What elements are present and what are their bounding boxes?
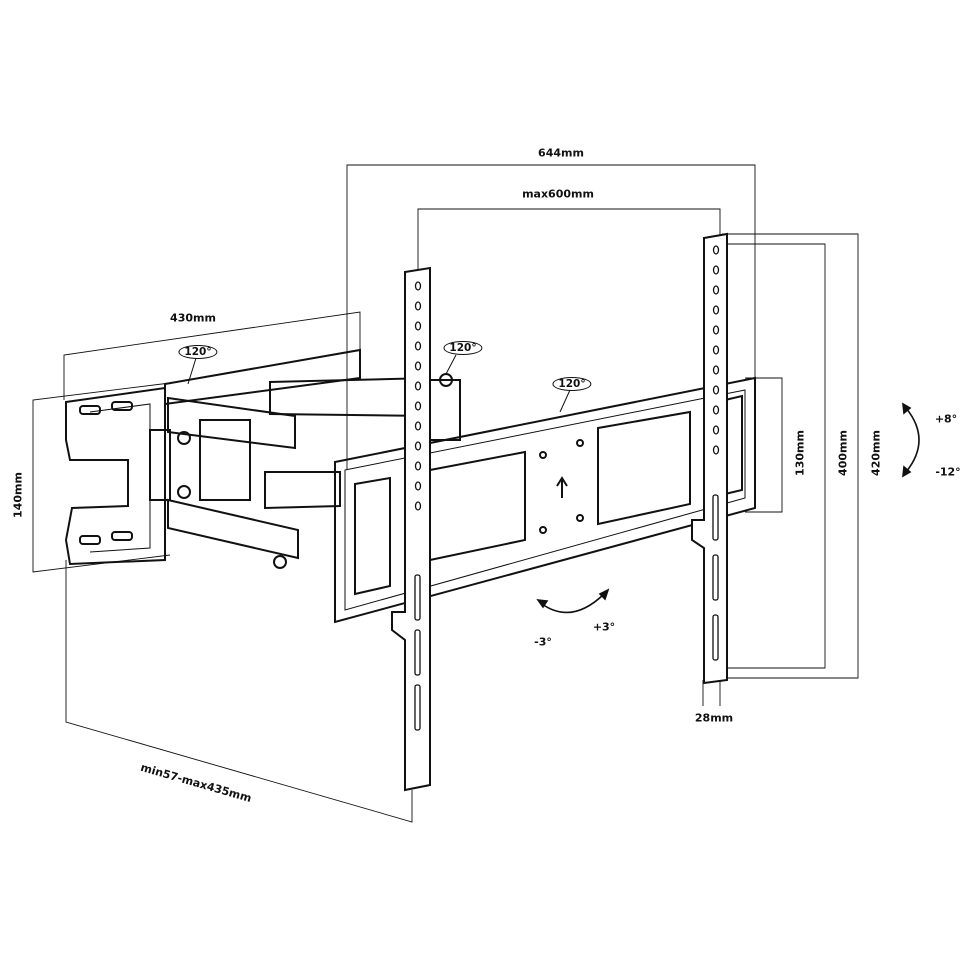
tilt-arrow-icon [902, 402, 920, 478]
dim-label-28: 28mm [694, 711, 734, 725]
dim-label-644: 644mm [538, 146, 584, 160]
dim-430 [63, 311, 361, 400]
tilt-down-label: -12° [935, 465, 961, 479]
dim-label-430: 430mm [170, 311, 216, 325]
dimension-lines [32, 164, 859, 823]
dim-label-140: 140mm [11, 472, 25, 518]
dim-label-130: 130mm [793, 430, 807, 476]
dim-label-400: 400mm [836, 430, 850, 476]
swivel-label-middle: 120° [443, 341, 483, 355]
dim-420 [722, 233, 859, 679]
rotation-right-label: +3° [592, 620, 616, 634]
rotation-left-label: -3° [534, 635, 552, 649]
swivel-leaders [187, 354, 571, 413]
swivel-label-wall: 120° [178, 345, 218, 359]
wall-plate [64, 386, 166, 566]
swing-arms [149, 348, 461, 569]
dim-130 [745, 377, 783, 513]
dim-label-max600: max600mm [522, 187, 594, 201]
rotation-arrow-icon [536, 588, 610, 614]
vertical-plate-right [691, 232, 728, 685]
dim-extension [65, 560, 413, 823]
dim-label-420: 420mm [869, 430, 883, 476]
dim-600 [417, 208, 721, 270]
dim-644 [346, 164, 756, 470]
dim-400 [722, 243, 826, 669]
tilt-up-label: +8° [934, 412, 958, 426]
vertical-plate-left [391, 266, 431, 792]
swivel-label-head: 120° [552, 377, 592, 391]
